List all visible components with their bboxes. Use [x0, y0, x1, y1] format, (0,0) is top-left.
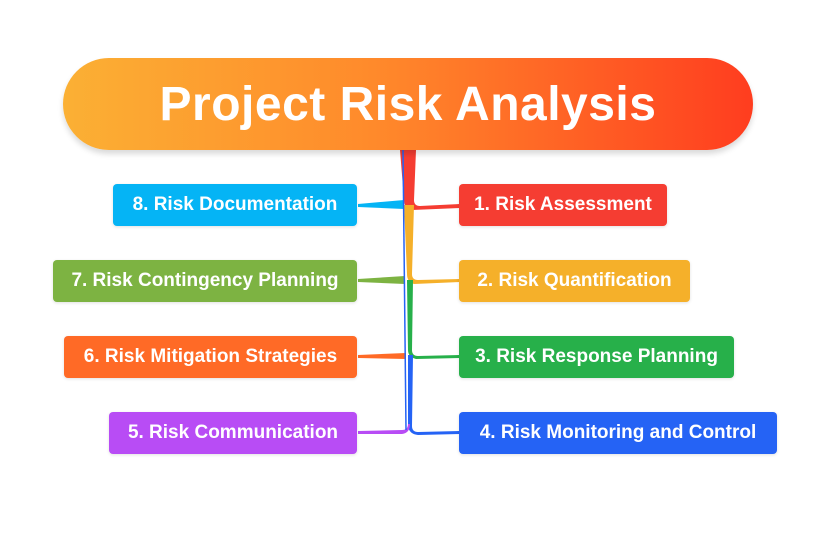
node-risk-mitigation-strategies[interactable]: 6. Risk Mitigation Strategies	[64, 336, 357, 378]
node-risk-communication[interactable]: 5. Risk Communication	[109, 412, 357, 454]
node-risk-quantification[interactable]: 2. Risk Quantification	[459, 260, 690, 302]
node-risk-monitoring-control[interactable]: 4. Risk Monitoring and Control	[459, 412, 777, 454]
node-risk-contingency-planning[interactable]: 7. Risk Contingency Planning	[53, 260, 357, 302]
node-risk-documentation[interactable]: 8. Risk Documentation	[113, 184, 357, 226]
root-topic[interactable]: Project Risk Analysis	[63, 58, 753, 150]
node-risk-response-planning[interactable]: 3. Risk Response Planning	[459, 336, 734, 378]
node-risk-assessment[interactable]: 1. Risk Assessment	[459, 184, 667, 226]
